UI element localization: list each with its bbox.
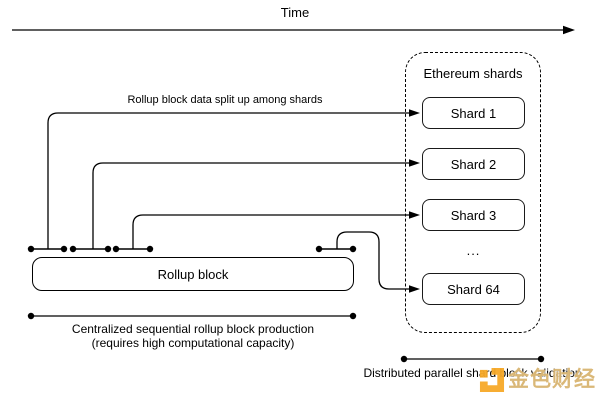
segment-endpoint-dots [27,245,357,253]
ethereum-shards-container [405,52,541,333]
centralized-caption-line2: (requires high computational capacity) [91,336,295,350]
shard-2-node: Shard 2 [422,148,525,180]
shard-1-label: Shard 1 [450,105,497,121]
arrowhead-icon [409,211,420,219]
shard-64-label: Shard 64 [447,281,500,297]
shard-3-label: Shard 3 [450,207,497,223]
jinse-logo-icon [479,367,505,393]
centralized-caption-line1: Centralized sequential rollup block prod… [71,322,315,336]
arrowhead-icon [409,109,420,117]
rollup-data-segments [27,245,357,253]
arrowhead-icon [563,25,575,35]
watermark-brand-text: 金色财经 [508,368,596,391]
arrowhead-icon [409,285,420,293]
shard-1-node: Shard 1 [422,97,525,129]
shards-ellipsis: ... [466,243,481,258]
distributed-caption: Distributed parallel shard block validat… [363,366,582,380]
distributed-extent-line [400,355,545,363]
shard-3-node: Shard 3 [422,199,525,231]
shard-64-node: Shard 64 [422,273,525,305]
ethereum-shards-title: Ethereum shards [423,66,523,81]
centralized-caption: Centralized sequential rollup block prod… [32,322,354,350]
centralized-extent-line [27,312,357,320]
connector-to-shard3 [132,211,420,249]
time-axis-arrow [12,25,575,35]
arrowhead-icon [409,159,420,167]
rollup-block-label: Rollup block [157,266,229,282]
connector-to-shard64 [336,231,420,293]
shard-2-label: Shard 2 [450,156,497,172]
connector-to-shard2 [92,159,420,249]
split-annotation-label: Rollup block data split up among shards [127,94,323,106]
time-axis-label: Time [280,5,310,20]
rollup-block-node: Rollup block [32,257,354,291]
watermark: 金色财经 [479,367,596,393]
connector-to-shard1 [47,109,420,249]
